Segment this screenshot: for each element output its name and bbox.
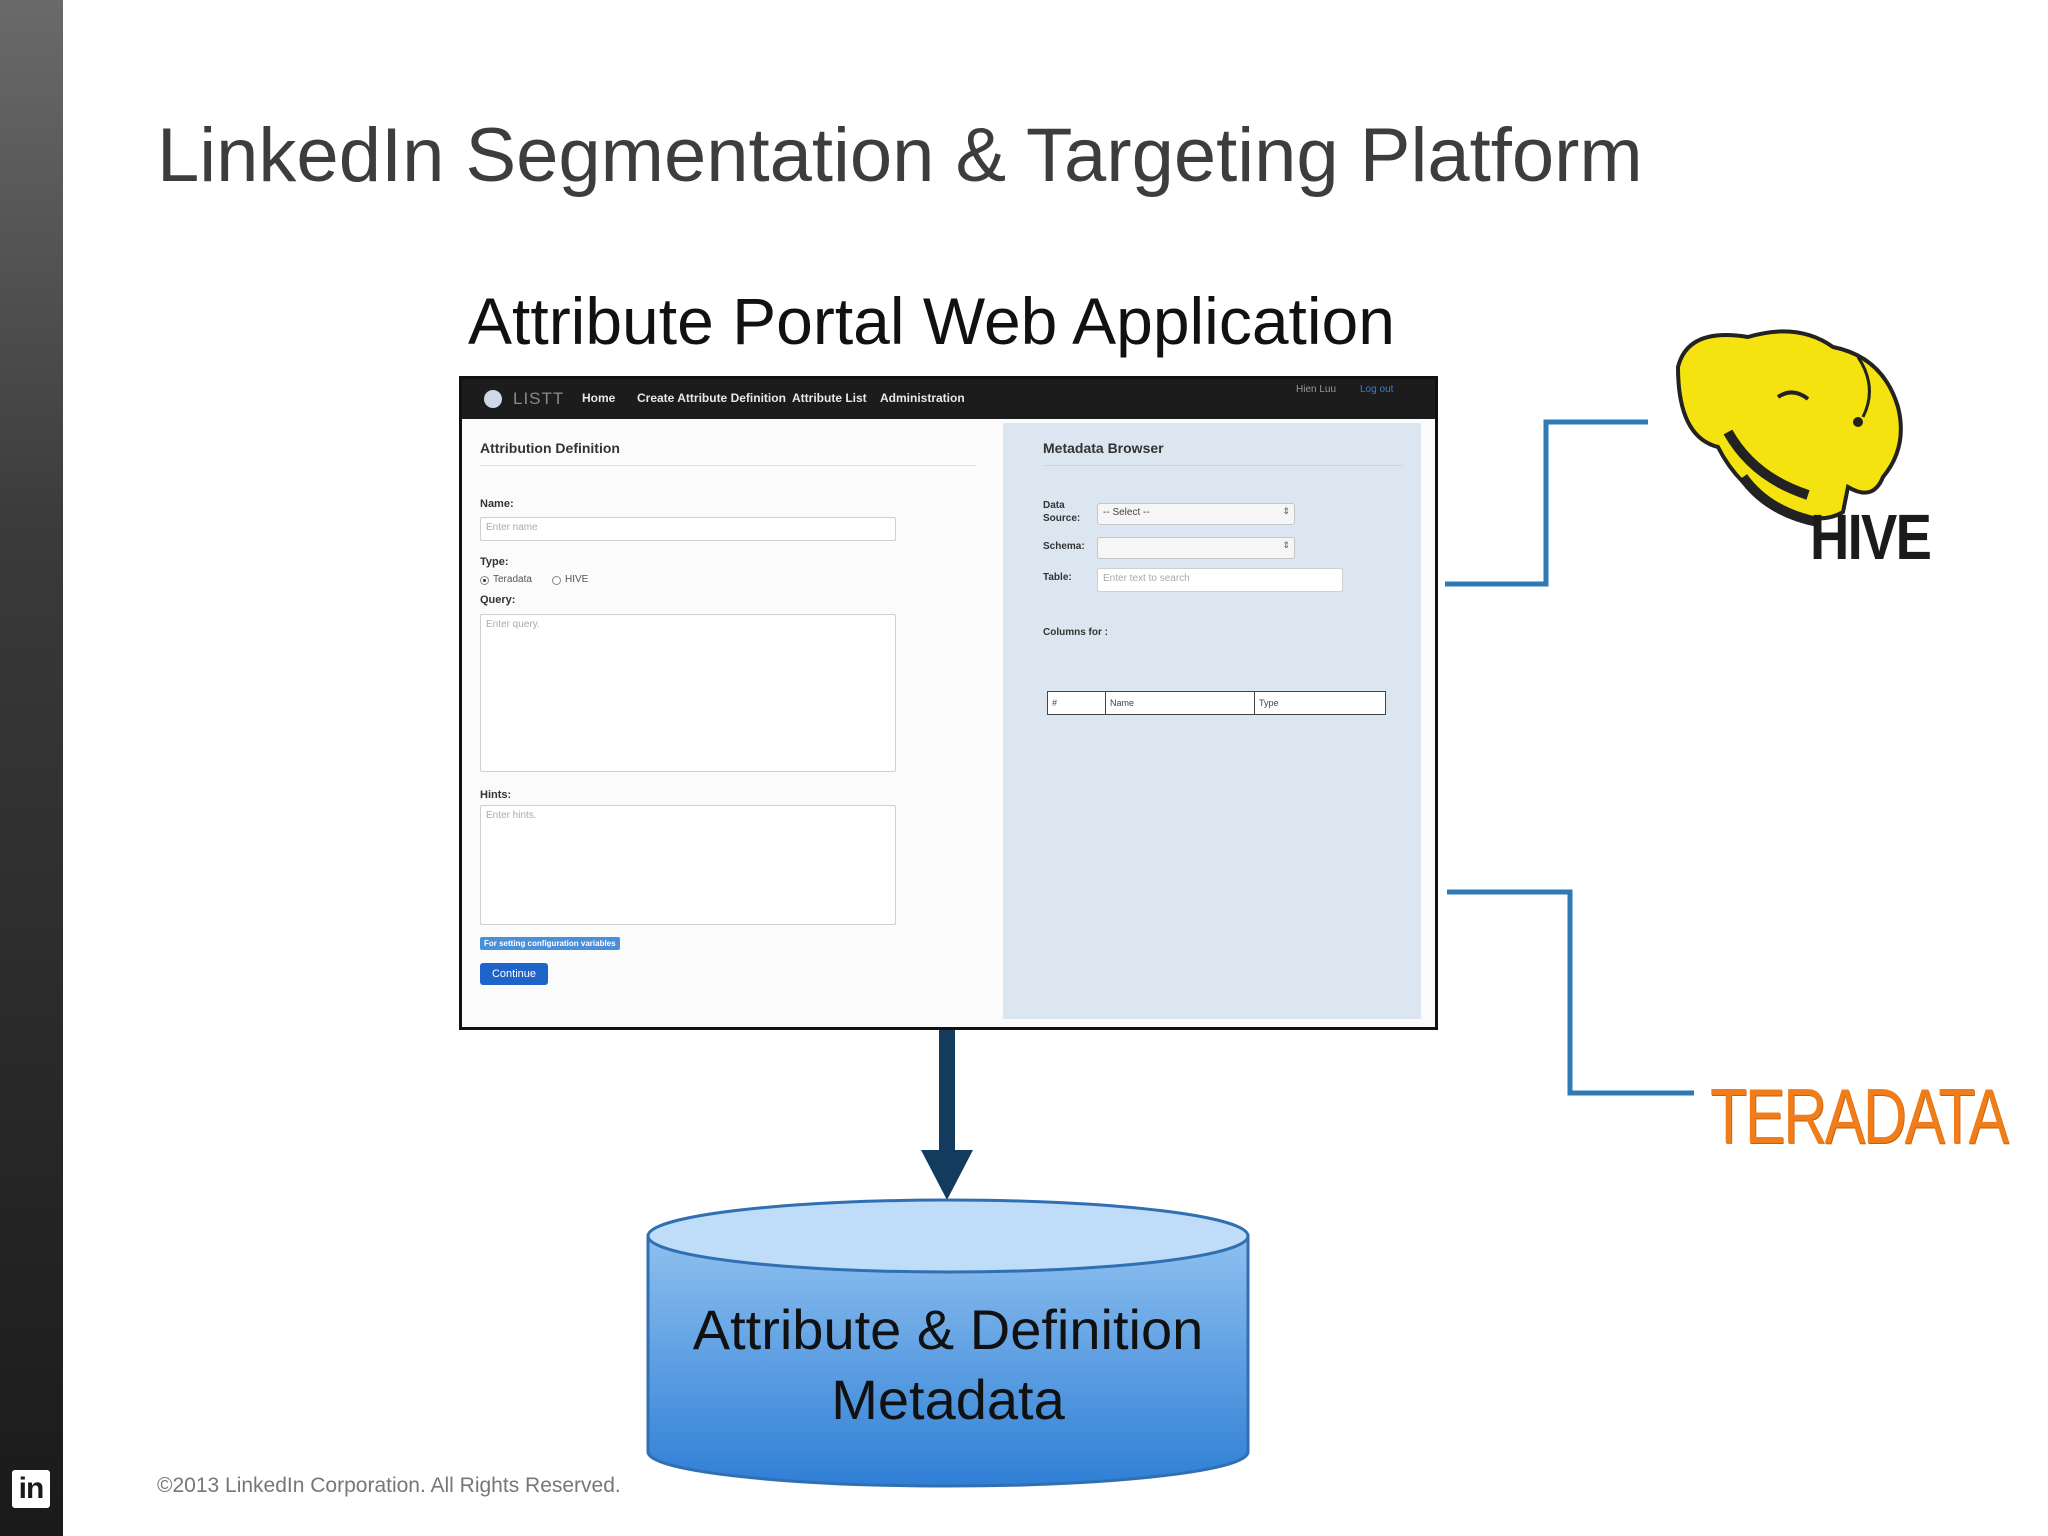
type-radio-teradata[interactable] [480,576,489,585]
select-arrows-icon: ⇕ [1282,506,1290,516]
database-label: Attribute & Definition Metadata [648,1295,1248,1435]
attribute-definition-title: Attribution Definition [480,440,620,456]
name-input[interactable]: Enter name [480,517,896,541]
footer-copyright: ©2013 LinkedIn Corporation. All Rights R… [157,1474,621,1497]
teradata-logo: TERADATA [1710,1072,2009,1160]
nav-attribute-list[interactable]: Attribute List [792,391,867,405]
down-arrow [921,1026,973,1200]
hive-connector [1445,419,1648,587]
query-label: Query: [480,594,516,606]
nav-home[interactable]: Home [582,391,616,405]
nav-administration[interactable]: Administration [880,391,965,405]
slide-title: LinkedIn Segmentation & Targeting Platfo… [157,113,1643,198]
metadata-browser-title: Metadata Browser [1043,440,1164,456]
hive-logo-text: HIVE [1810,501,1932,573]
user-name: Hien Luu [1296,384,1337,395]
metadata-browser-panel: Metadata Browser Data Source: -- Select … [1003,423,1421,1019]
divider [480,465,976,466]
app-navbar: LISTT Home Create Attribute Definition A… [462,379,1435,419]
database-label-line1: Attribute & Definition [692,1298,1204,1361]
columns-header-type: Type [1259,698,1279,708]
app-window: LISTT Home Create Attribute Definition A… [459,376,1438,1030]
columns-header-number: # [1048,692,1106,714]
data-source-select[interactable]: -- Select -- ⇕ [1097,503,1295,525]
schema-label: Schema: [1043,541,1085,552]
type-label: Type: [480,556,509,568]
hints-label: Hints: [480,789,512,801]
type-radio-hive[interactable] [552,576,561,585]
linkedin-logo: in [12,1470,50,1508]
brand-name[interactable]: LISTT [513,389,565,408]
nav-create-attribute-definition[interactable]: Create Attribute Definition [637,391,786,405]
database-label-line2: Metadata [831,1368,1065,1431]
columns-header-name: Name [1106,692,1255,714]
attribute-definition-panel: Attribution Definition Name: Enter name … [462,419,997,1027]
columns-table: # Name Type [1047,691,1386,715]
query-textarea[interactable]: Enter query. [480,614,896,772]
data-source-label-line1: Data [1043,500,1065,511]
sidebar-band [0,0,63,1536]
type-option-hive: HIVE [565,574,589,585]
data-source-value: -- Select -- [1103,507,1150,518]
divider [1043,465,1403,466]
app-heading: Attribute Portal Web Application [468,284,1395,358]
columns-label: Columns for : [1043,627,1108,638]
continue-button[interactable]: Continue [480,963,548,985]
schema-select[interactable]: ⇕ [1097,537,1295,559]
table-search-input[interactable]: Enter text to search [1097,568,1343,592]
data-source-label-line2: Source: [1043,513,1081,524]
teradata-connector [1447,889,1694,1096]
brand-icon [484,390,502,408]
database-cylinder [646,1198,1250,1488]
config-variables-tag[interactable]: For setting configuration variables [480,937,620,950]
name-label: Name: [480,498,514,510]
hive-elephant-logo [1675,329,1903,527]
table-label: Table: [1043,572,1072,583]
logout-link[interactable]: Log out [1360,384,1394,395]
type-option-teradata: Teradata [493,574,532,585]
select-arrows-icon: ⇕ [1282,540,1290,550]
hints-textarea[interactable]: Enter hints. [480,805,896,925]
